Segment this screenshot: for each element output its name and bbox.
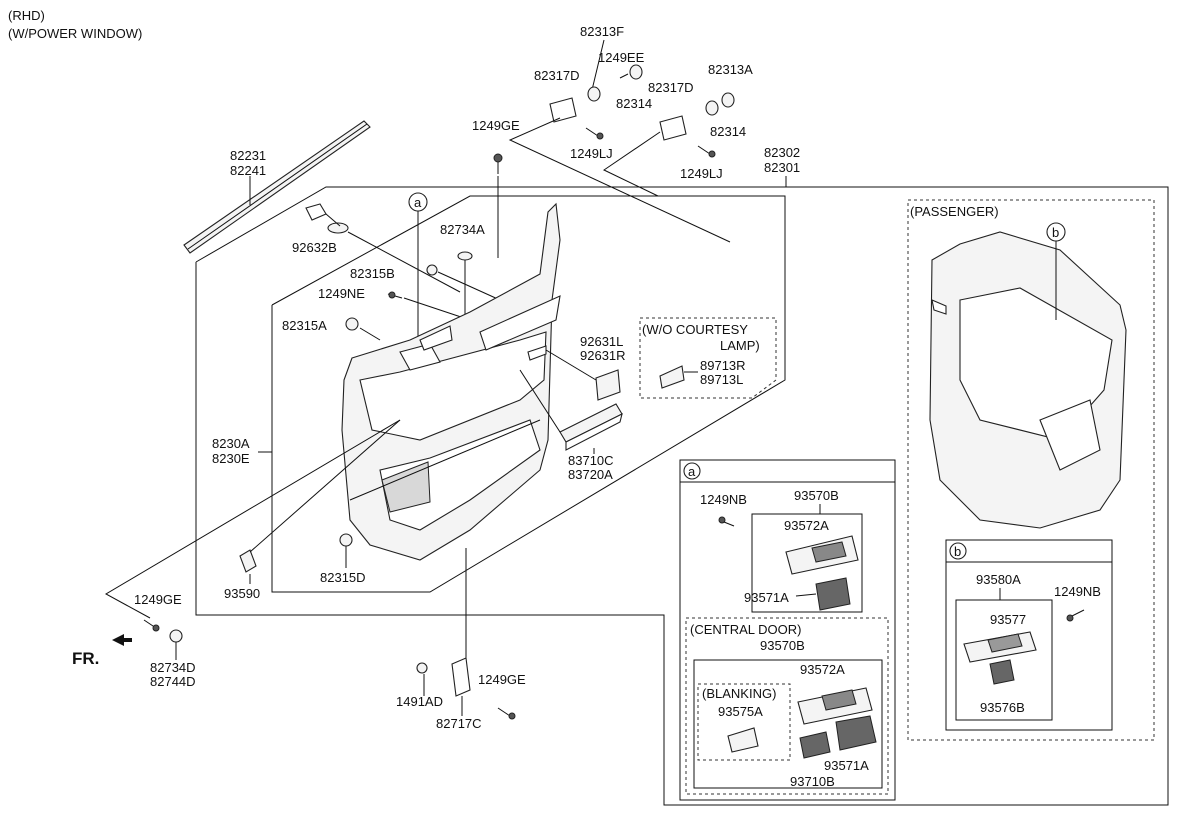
screw-1249GE-bottom [497,707,516,720]
label-89713L: 89713L [700,372,743,387]
label-82314-a: 82314 [616,96,652,111]
label-1249NB-a: 1249NB [700,492,747,507]
svg-text:b: b [1052,225,1059,240]
label-89713R: 89713R [700,358,746,373]
label-93570B-a: 93570B [794,488,839,503]
detail-box-b: b 93580A 1249NB 93577 93576B [945,539,1113,731]
screw-1249NE [387,291,403,299]
label-1249GE-left: 1249GE [134,592,182,607]
door-trim-panel-driver [341,202,561,561]
label-82744D: 82744D [150,674,196,689]
label-93580A: 93580A [976,572,1021,587]
label-82717C: 82717C [436,716,482,731]
label-93571A-a: 93571A [744,590,789,605]
wo-courtesy-title-1: (W/O COURTESY [642,322,748,337]
label-93590: 93590 [224,586,260,601]
screw-1249NB-b [1066,609,1085,622]
label-92632B: 92632B [292,240,337,255]
reflector-92631 [527,345,621,401]
label-93577: 93577 [990,612,1026,627]
clip-bracket-a [549,64,643,123]
label-83710C: 83710C [568,453,614,468]
label-1249LJ-a: 1249LJ [570,146,613,161]
bracket-82717C [416,657,471,697]
clip-82315B [426,264,438,276]
callout-a-main: a [408,192,428,360]
label-93570B-central: 93570B [760,638,805,653]
label-1249GE-bottom: 1249GE [478,672,526,687]
label-82734A: 82734A [440,222,485,237]
passenger-title: (PASSENGER) [910,204,999,219]
label-82314-b: 82314 [710,124,746,139]
screw-1249GE-left [143,619,160,632]
label-1249GE-top: 1249GE [472,118,520,133]
label-82315D: 82315D [320,570,366,585]
header: (RHD) (W/POWER WINDOW) [8,8,142,41]
label-82301: 82301 [764,160,800,175]
central-door-box: (CENTRAL DOOR) 93570B 93572A (BLANKING) … [685,617,889,795]
wo-courtesy-title-2: LAMP) [720,338,760,353]
courtesy-lamp-92632B [305,203,349,234]
label-1249NE: 1249NE [318,286,365,301]
label-82231: 82231 [230,148,266,163]
label-82315A: 82315A [282,318,327,333]
label-92631L: 92631L [580,334,623,349]
label-82734D: 82734D [150,660,196,675]
detail-box-a: a 1249NB 93570B 93572A 93571A [679,459,896,801]
weatherstrip [183,120,371,254]
screw-1249GE-top [493,153,503,174]
door-trim-frame [271,195,786,593]
label-93572A-central: 93572A [800,662,845,677]
screw-1249NB-a [718,516,735,527]
clip-bracket-b [659,92,735,141]
screw-1249LJ-b [697,145,716,158]
central-door-title: (CENTRAL DOOR) [690,622,801,637]
blanking-title: (BLANKING) [702,686,776,701]
label-82317D-a: 82317D [534,68,580,83]
label-8230A: 8230A [212,436,250,451]
label-82313A: 82313A [708,62,753,77]
label-93576B: 93576B [980,700,1025,715]
front-direction-arrow: FR. [72,634,132,668]
cap-82734D [169,629,183,660]
label-93575A: 93575A [718,704,763,719]
main-frame-outline [195,186,1169,806]
screw-1249LJ-a [585,127,604,140]
label-82241: 82241 [230,163,266,178]
clip-82315D [339,533,353,568]
label-1249LJ-b: 1249LJ [680,166,723,181]
box-b-tag: b [954,544,961,559]
label-93571A-central: 93571A [824,758,869,773]
clip-82315A [345,317,359,331]
label-92631R: 92631R [580,348,626,363]
label-82313F: 82313F [580,24,624,39]
svg-text:a: a [414,195,422,210]
label-1249NB-b: 1249NB [1054,584,1101,599]
header-line-2: (W/POWER WINDOW) [8,26,142,41]
label-83720A: 83720A [568,467,613,482]
passenger-box: (PASSENGER) b [907,199,1155,741]
label-93572A-a: 93572A [784,518,829,533]
label-82315B: 82315B [350,266,395,281]
armrest-83710C [559,403,623,451]
wo-courtesy-lamp-box: (W/O COURTESY LAMP) 89713R 89713L [639,317,777,399]
label-93710B: 93710B [790,774,835,789]
box-a-tag: a [688,464,696,479]
label-1249EE: 1249EE [598,50,645,65]
header-line-1: (RHD) [8,8,45,23]
label-82302: 82302 [764,145,800,160]
label-8230E: 8230E [212,451,250,466]
label-82317D-b: 82317D [648,80,694,95]
label-1491AD: 1491AD [396,694,443,709]
fr-label: FR. [72,649,99,668]
cap-93590 [239,549,257,584]
